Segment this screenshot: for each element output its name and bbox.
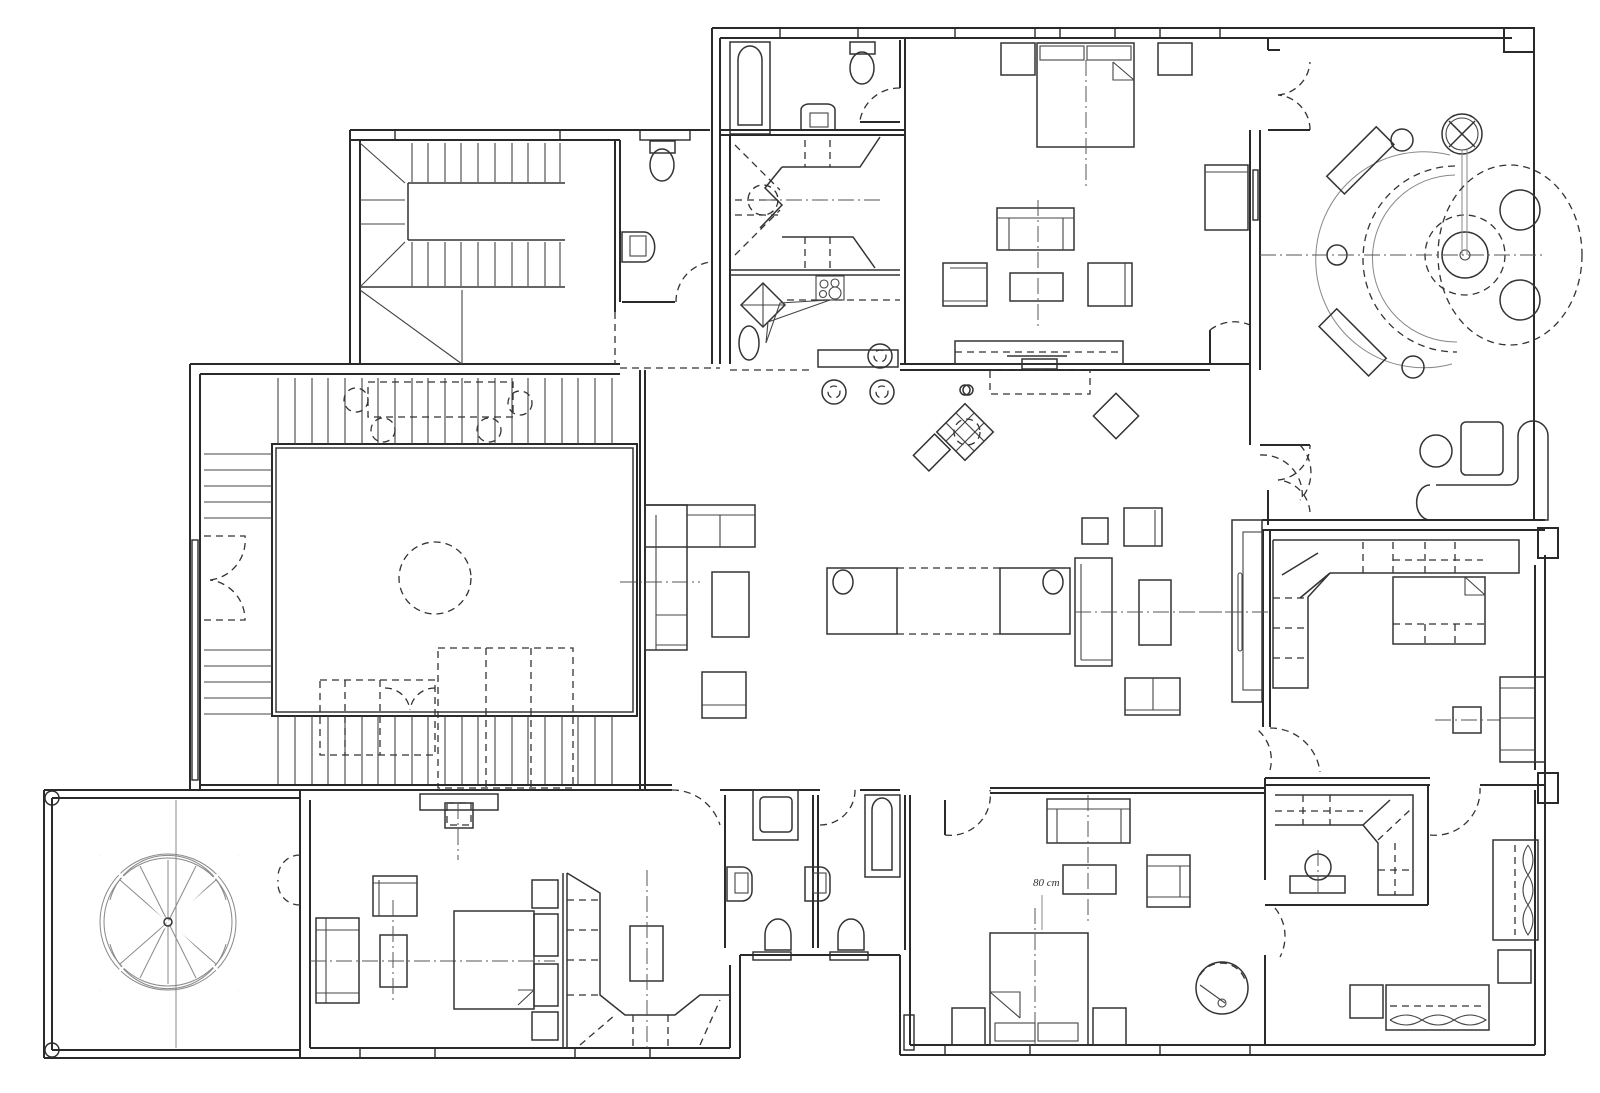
bedroom-lower-left [277, 789, 730, 1048]
master-bedroom-top [900, 38, 1261, 396]
kitchen-top [729, 135, 900, 405]
wc-upper [620, 140, 720, 369]
bathroom-top [720, 40, 905, 136]
staircase-upper [359, 140, 621, 365]
living-room [620, 370, 1240, 790]
interior-walls [1210, 363, 1312, 501]
bedroom-bottom-center [944, 787, 1265, 1046]
spiral-staircase-terrace [99, 800, 239, 1048]
wc-bottom [720, 787, 915, 1051]
atrium [200, 378, 672, 791]
exterior-walls [43, 27, 1559, 1059]
annotation-bed-clearance: 80 cm [1033, 877, 1060, 889]
dressing-bottom-right [1257, 729, 1545, 1045]
bedroom-right [1200, 519, 1546, 773]
round-lounge [1260, 61, 1583, 531]
